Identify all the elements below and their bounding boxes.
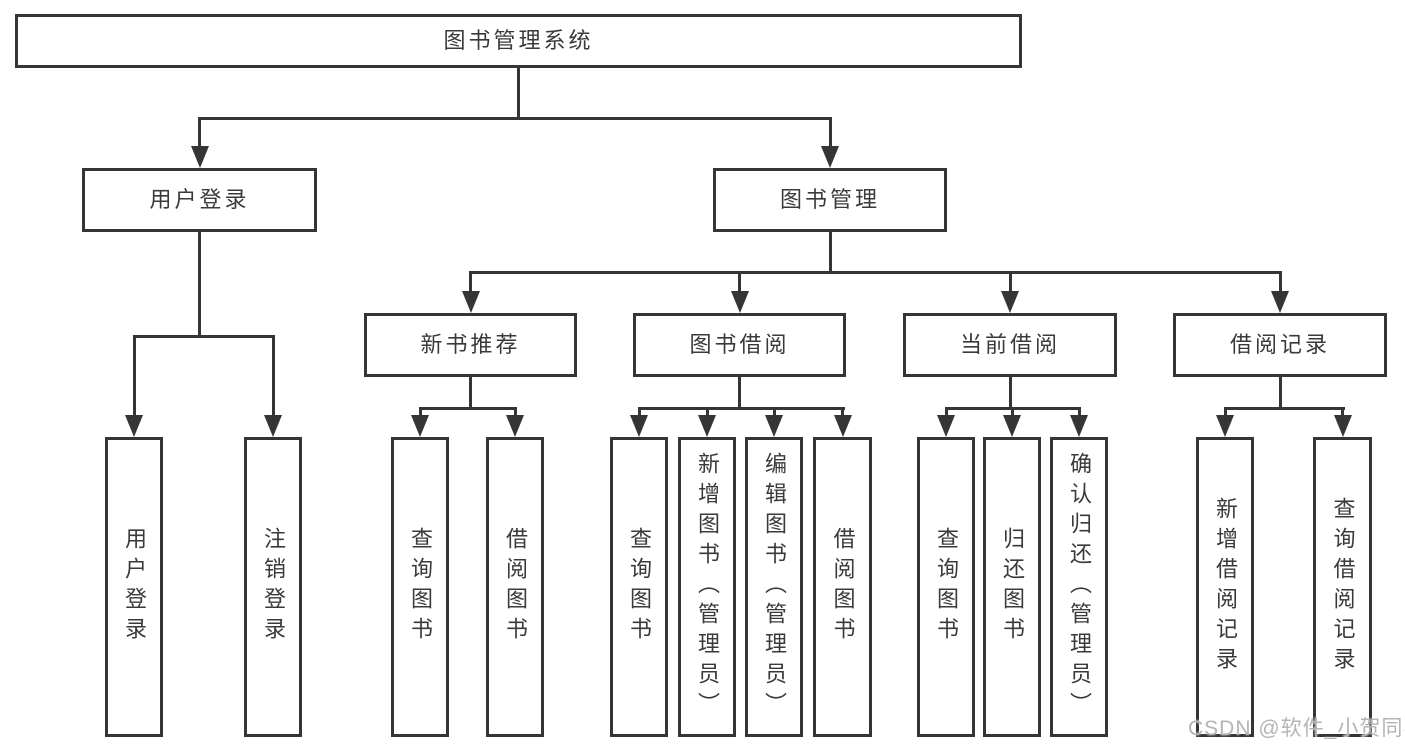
node-label-leaf-nb-query: 查询图书 bbox=[408, 527, 433, 647]
connector-child-drop bbox=[841, 408, 844, 417]
arrow-down-icon bbox=[264, 415, 282, 437]
connector-child-drop bbox=[133, 336, 136, 417]
diagram-node-user-login: 用户登录 bbox=[82, 168, 317, 232]
diagram-node-leaf-cb-confirm: 确认归还（管理员） bbox=[1050, 437, 1108, 737]
node-label-leaf-nb-borrow: 借阅图书 bbox=[503, 527, 528, 647]
node-label-leaf-cb-return: 归还图书 bbox=[1000, 527, 1025, 647]
csdn-watermark: CSDN @软件_小贺同学 bbox=[1188, 717, 1405, 740]
arrow-down-icon bbox=[698, 415, 716, 437]
connector-bus bbox=[1224, 407, 1345, 410]
connector-child-drop bbox=[469, 272, 472, 293]
diagram-node-leaf-nb-query: 查询图书 bbox=[391, 437, 449, 737]
diagram-node-leaf-cb-query: 查询图书 bbox=[917, 437, 975, 737]
arrow-down-icon bbox=[1003, 415, 1021, 437]
node-label-book-borrow: 图书借阅 bbox=[689, 332, 790, 357]
connector-parent-stub bbox=[829, 232, 832, 272]
node-label-leaf-br-add: 新增借阅记录 bbox=[1213, 497, 1238, 677]
arrow-down-icon bbox=[731, 291, 749, 313]
node-label-leaf-bb-add: 新增图书（管理员） bbox=[695, 452, 720, 722]
connector-child-drop bbox=[1224, 408, 1227, 417]
connector-parent-stub bbox=[198, 232, 201, 336]
diagram-node-current-borrow: 当前借阅 bbox=[903, 313, 1117, 377]
connector-parent-stub bbox=[469, 377, 472, 408]
node-label-user-login: 用户登录 bbox=[149, 187, 250, 212]
arrow-down-icon bbox=[1216, 415, 1234, 437]
diagram-node-book-mgmt: 图书管理 bbox=[713, 168, 947, 232]
arrow-down-icon bbox=[821, 146, 839, 168]
diagram-node-leaf-nb-borrow: 借阅图书 bbox=[486, 437, 544, 737]
connector-child-drop bbox=[638, 408, 641, 417]
arrow-down-icon bbox=[1334, 415, 1352, 437]
connector-child-drop bbox=[1078, 408, 1081, 417]
connector-bus bbox=[419, 407, 517, 410]
connector-parent-stub bbox=[517, 68, 520, 118]
arrow-down-icon bbox=[765, 415, 783, 437]
diagram-node-new-book-rec: 新书推荐 bbox=[364, 313, 577, 377]
arrow-down-icon bbox=[834, 415, 852, 437]
diagram-node-leaf-logout: 注销登录 bbox=[244, 437, 302, 737]
diagram-node-leaf-user-login: 用户登录 bbox=[105, 437, 163, 737]
connector-child-drop bbox=[738, 272, 741, 293]
arrow-down-icon bbox=[1271, 291, 1289, 313]
connector-child-drop bbox=[514, 408, 517, 417]
node-label-leaf-cb-confirm: 确认归还（管理员） bbox=[1067, 452, 1092, 722]
connector-child-drop bbox=[945, 408, 948, 417]
connector-bus bbox=[198, 117, 832, 120]
arrow-down-icon bbox=[937, 415, 955, 437]
diagram-node-borrow-records: 借阅记录 bbox=[1173, 313, 1387, 377]
connector-bus bbox=[133, 335, 275, 338]
node-label-book-mgmt: 图书管理 bbox=[779, 187, 880, 212]
connector-bus bbox=[469, 271, 1282, 274]
diagram-node-leaf-cb-return: 归还图书 bbox=[983, 437, 1041, 737]
node-label-leaf-br-query: 查询借阅记录 bbox=[1330, 497, 1356, 677]
arrow-down-icon bbox=[191, 146, 209, 168]
node-label-leaf-bb-borrow: 借阅图书 bbox=[830, 527, 856, 647]
connector-child-drop bbox=[1341, 408, 1344, 417]
arrow-down-icon bbox=[1001, 291, 1019, 313]
diagram-node-root: 图书管理系统 bbox=[15, 14, 1022, 68]
node-label-leaf-bb-query: 查询图书 bbox=[627, 527, 652, 647]
arrow-down-icon bbox=[506, 415, 524, 437]
arrow-down-icon bbox=[411, 415, 429, 437]
connector-child-drop bbox=[1009, 272, 1012, 293]
connector-bus bbox=[638, 407, 845, 410]
node-label-leaf-bb-edit: 编辑图书（管理员） bbox=[762, 452, 787, 722]
connector-parent-stub bbox=[738, 377, 741, 408]
connector-child-drop bbox=[829, 118, 832, 148]
node-label-leaf-cb-query: 查询图书 bbox=[934, 527, 959, 647]
node-label-leaf-user-login: 用户登录 bbox=[122, 527, 147, 647]
diagram-node-leaf-bb-edit: 编辑图书（管理员） bbox=[745, 437, 803, 737]
node-label-leaf-logout: 注销登录 bbox=[261, 527, 286, 647]
connector-child-drop bbox=[1279, 272, 1282, 293]
diagram-node-book-borrow: 图书借阅 bbox=[633, 313, 846, 377]
diagram-node-leaf-bb-query: 查询图书 bbox=[610, 437, 668, 737]
arrow-down-icon bbox=[462, 291, 480, 313]
arrow-down-icon bbox=[1070, 415, 1088, 437]
connector-child-drop bbox=[706, 408, 709, 417]
diagram-node-leaf-bb-borrow: 借阅图书 bbox=[813, 437, 872, 737]
arrow-down-icon bbox=[125, 415, 143, 437]
node-label-borrow-records: 借阅记录 bbox=[1229, 332, 1330, 357]
connector-child-drop bbox=[272, 336, 275, 417]
arrow-down-icon bbox=[630, 415, 648, 437]
connector-child-drop bbox=[419, 408, 422, 417]
connector-child-drop bbox=[773, 408, 776, 417]
diagram-node-leaf-bb-add: 新增图书（管理员） bbox=[678, 437, 736, 737]
connector-child-drop bbox=[198, 118, 201, 148]
connector-child-drop bbox=[1011, 408, 1014, 417]
connector-parent-stub bbox=[1009, 377, 1012, 408]
node-label-current-borrow: 当前借阅 bbox=[959, 332, 1060, 357]
diagram-node-leaf-br-query: 查询借阅记录 bbox=[1313, 437, 1372, 737]
diagram-node-leaf-br-add: 新增借阅记录 bbox=[1196, 437, 1254, 737]
node-label-root: 图书管理系统 bbox=[443, 28, 594, 53]
node-label-new-book-rec: 新书推荐 bbox=[420, 332, 521, 357]
connector-parent-stub bbox=[1279, 377, 1282, 408]
